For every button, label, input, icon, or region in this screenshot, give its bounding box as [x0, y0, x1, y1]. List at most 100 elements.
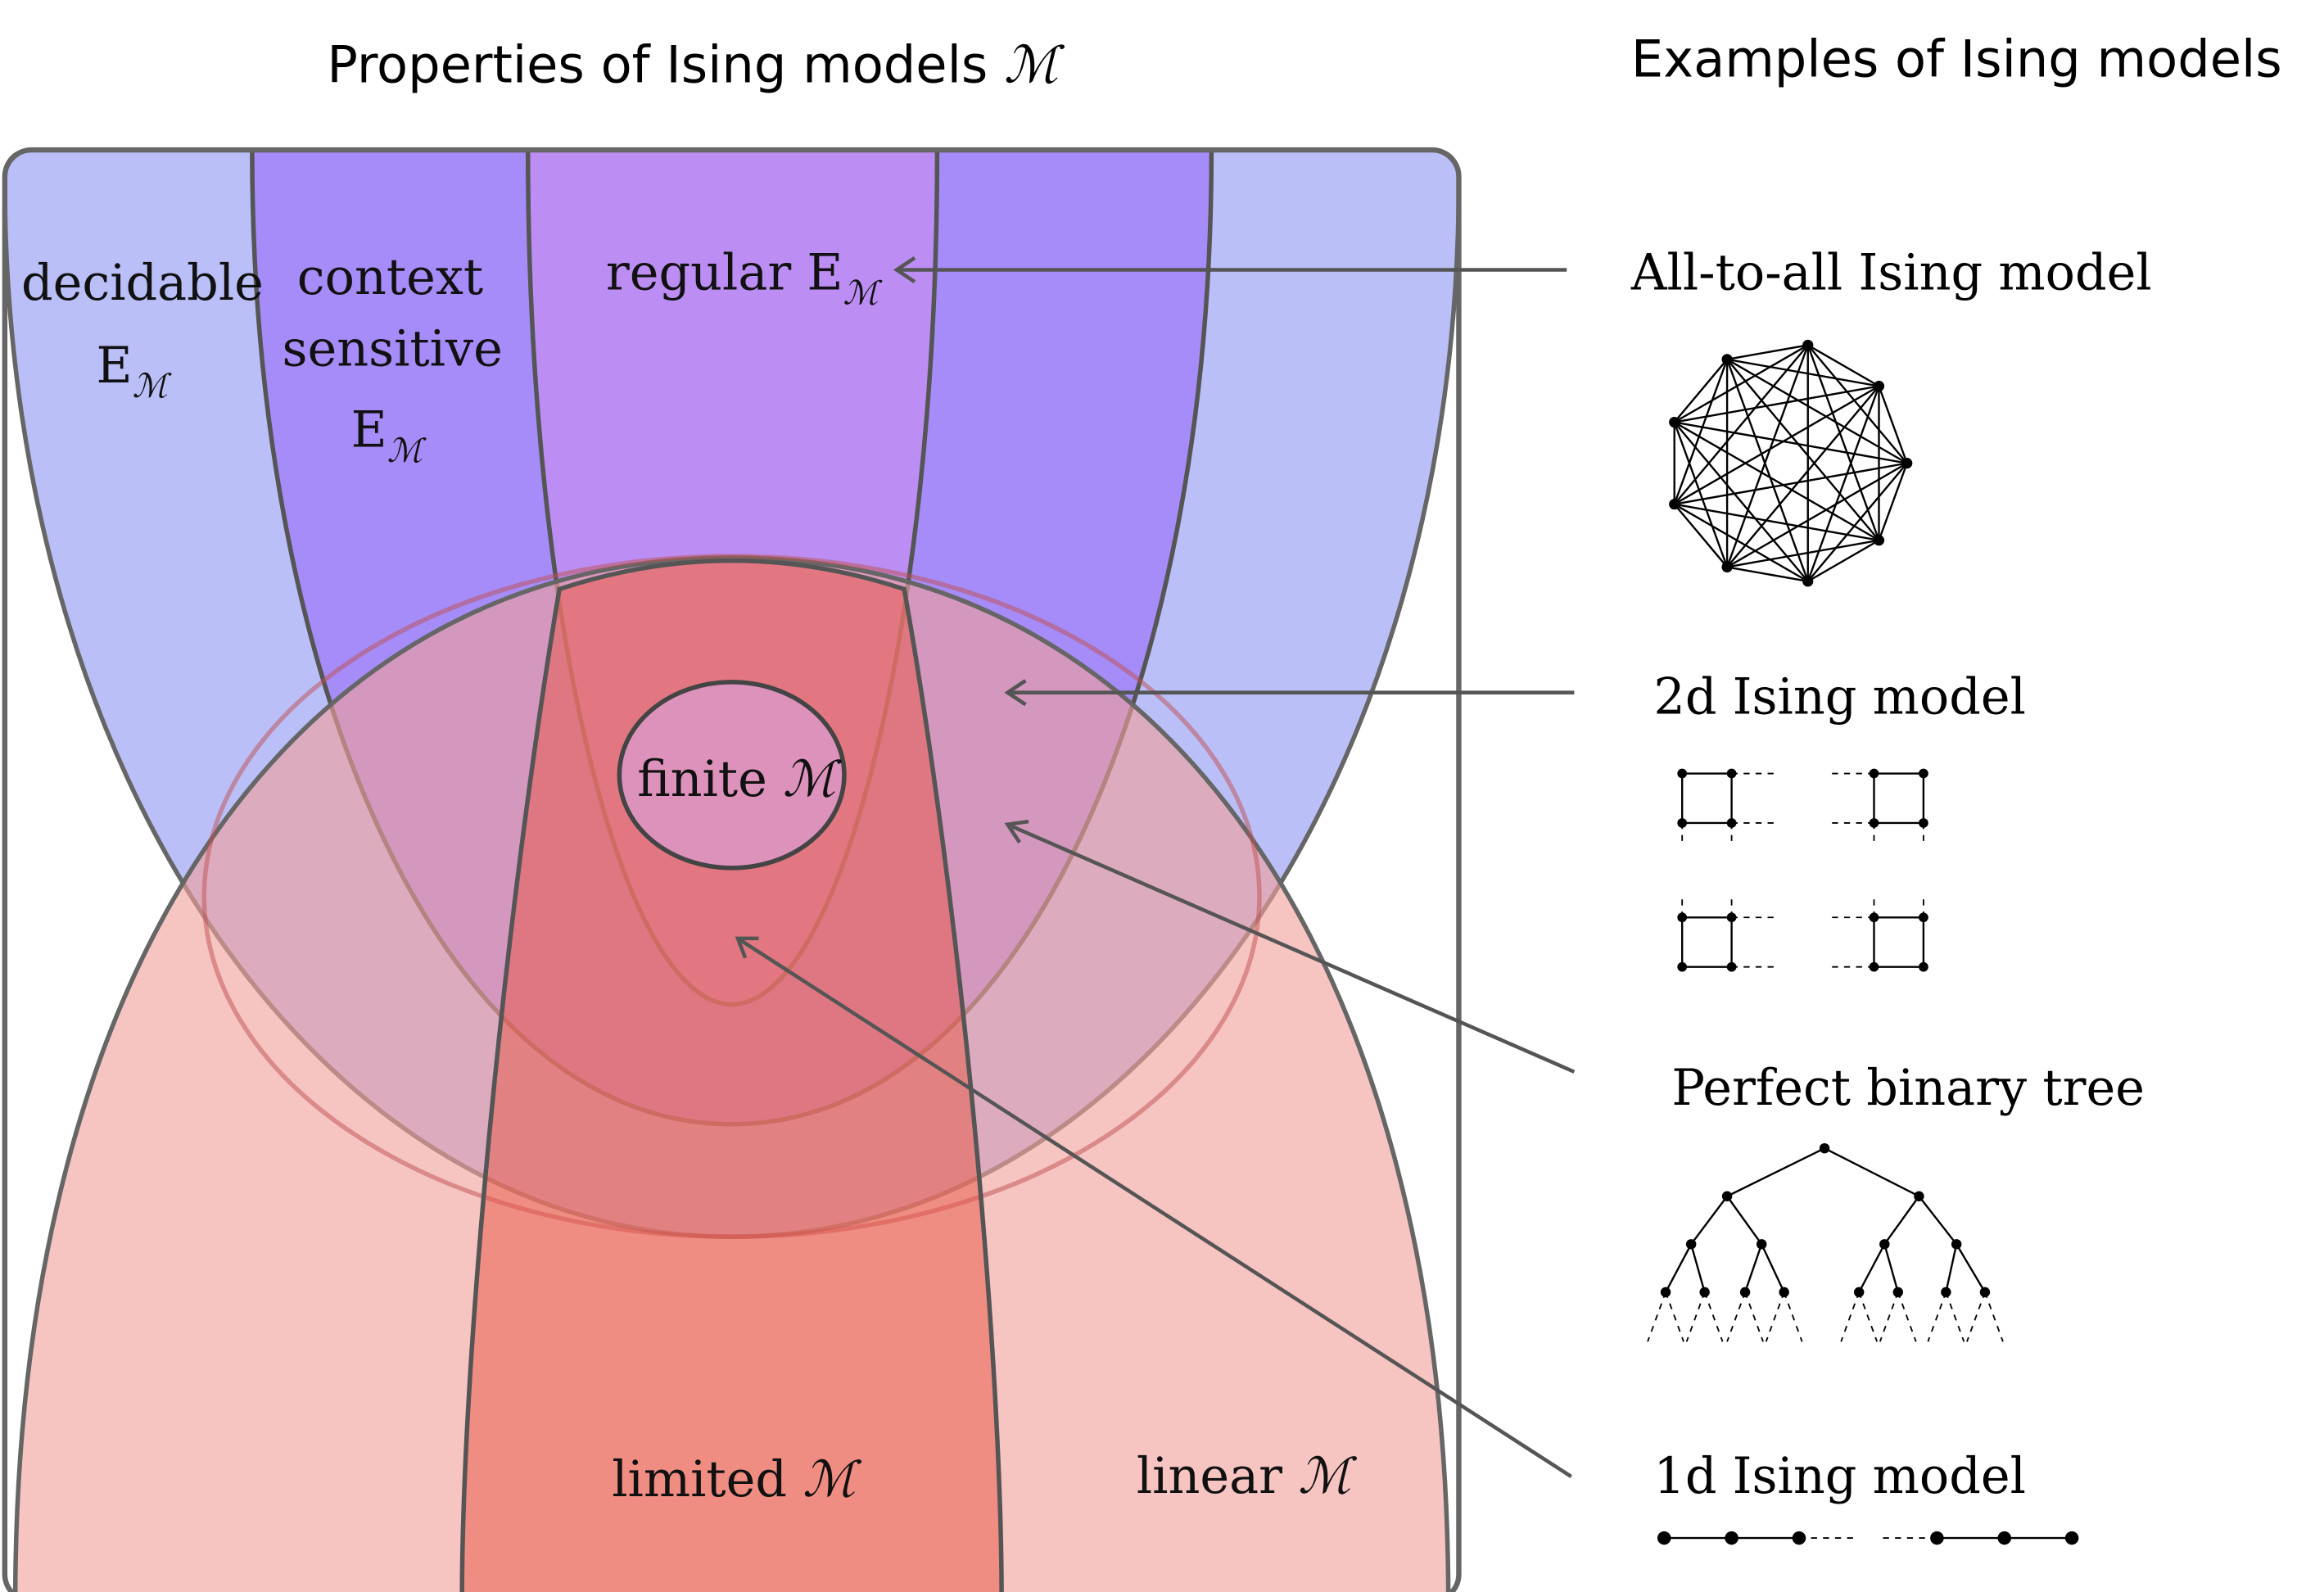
node — [1721, 354, 1733, 365]
dashed-edge — [1744, 1291, 1764, 1342]
node — [1919, 768, 1928, 779]
context-sensitive-e-label: Eℳ — [351, 401, 427, 469]
edge — [1673, 421, 1809, 582]
dashed-edge — [1840, 1291, 1861, 1342]
dashed-edge — [1726, 1291, 1746, 1342]
edge — [1858, 1243, 1886, 1293]
edge — [1726, 358, 1908, 464]
edge — [1726, 1147, 1825, 1197]
dashed-edge — [1984, 1291, 2004, 1342]
node — [1792, 1531, 1806, 1545]
dashed-edge — [1966, 1291, 1986, 1342]
node — [1669, 416, 1680, 428]
node — [1677, 912, 1688, 923]
linear-label: linear ℳ — [1137, 1448, 1358, 1505]
edge — [1726, 385, 1880, 568]
node — [1919, 818, 1928, 828]
node — [1914, 1191, 1924, 1201]
node — [1660, 1287, 1671, 1298]
dashed-edge — [1703, 1291, 1724, 1342]
node — [1869, 768, 1879, 779]
node — [1726, 768, 1737, 779]
dashed-edge — [1879, 1291, 1899, 1342]
node — [1869, 818, 1879, 828]
dashed-edge — [1647, 1291, 1666, 1342]
edge — [1743, 1243, 1763, 1293]
edge — [1878, 463, 1908, 541]
edge — [1665, 1243, 1693, 1293]
node — [1726, 818, 1737, 828]
edge — [1878, 386, 1908, 464]
context-label: context — [297, 249, 483, 306]
edge — [1807, 344, 1880, 387]
example-label-binary-tree: Perfect binary tree — [1671, 1060, 2145, 1117]
edge — [1725, 345, 1809, 568]
node — [1756, 1239, 1767, 1250]
limited-label: limited ℳ — [612, 1451, 862, 1508]
left-header: Properties of Ising models ℳ — [327, 35, 1065, 95]
edge — [1726, 539, 1879, 568]
node — [1873, 380, 1885, 392]
finite-region — [617, 680, 847, 871]
edge — [1674, 385, 1879, 423]
finite-label: finite ℳ — [637, 751, 843, 808]
edge — [1673, 359, 1729, 505]
node — [1997, 1531, 2011, 1545]
complete-graph — [1669, 339, 1913, 587]
edge — [1883, 1243, 1899, 1293]
node — [1779, 1287, 1789, 1298]
chain — [1657, 1531, 2079, 1545]
edge — [1945, 1244, 1958, 1293]
square-lattice — [1677, 768, 1928, 972]
right-header: Examples of Ising models — [1631, 29, 2282, 88]
node — [1699, 1287, 1710, 1298]
edge — [1883, 1196, 1920, 1246]
edge — [1761, 1243, 1785, 1293]
node — [1879, 1239, 1890, 1250]
edge — [1674, 344, 1809, 423]
edge — [1674, 503, 1809, 582]
edge — [1726, 359, 1880, 541]
arrow-2d — [1004, 679, 1575, 707]
edge — [1725, 359, 1809, 582]
edge — [1674, 503, 1879, 541]
dashed-edge — [1765, 1291, 1785, 1342]
node — [1657, 1531, 1671, 1545]
node — [1739, 1287, 1751, 1298]
example-label-2d: 2d Ising model — [1653, 668, 2026, 726]
edge — [1726, 566, 1808, 583]
regular-label: regular Eℳ — [606, 244, 884, 312]
limited-region — [459, 558, 1004, 1592]
node — [1979, 1287, 1991, 1298]
outer-box — [2, 147, 1462, 1592]
example-label-all-to-all: All-to-all Ising model — [1630, 244, 2152, 301]
edge — [1726, 358, 1879, 387]
arrows — [735, 256, 1576, 1478]
edge — [1690, 1196, 1729, 1246]
node — [1677, 768, 1688, 779]
node — [1669, 499, 1680, 510]
node — [1725, 1531, 1738, 1545]
node — [1869, 961, 1879, 972]
edge — [1673, 359, 1729, 423]
node — [1802, 576, 1814, 587]
node — [1892, 1287, 1904, 1298]
sensitive-label: sensitive — [282, 321, 502, 378]
node — [1853, 1287, 1865, 1298]
edge — [1674, 421, 1880, 541]
decidable-label: decidable — [21, 255, 264, 312]
node — [1726, 912, 1737, 923]
edge — [1673, 503, 1729, 568]
edge — [1726, 1196, 1763, 1246]
node — [1721, 1191, 1733, 1201]
dashed-edge — [1685, 1291, 1706, 1342]
edge — [1807, 539, 1880, 582]
edge — [1824, 1147, 1919, 1197]
decidable-e-label: Eℳ — [97, 337, 173, 405]
edge — [1918, 1196, 1958, 1246]
node — [1919, 912, 1928, 923]
node — [1951, 1239, 1962, 1250]
dashed-edge — [1945, 1291, 1965, 1342]
dashed-edge — [1783, 1291, 1803, 1342]
